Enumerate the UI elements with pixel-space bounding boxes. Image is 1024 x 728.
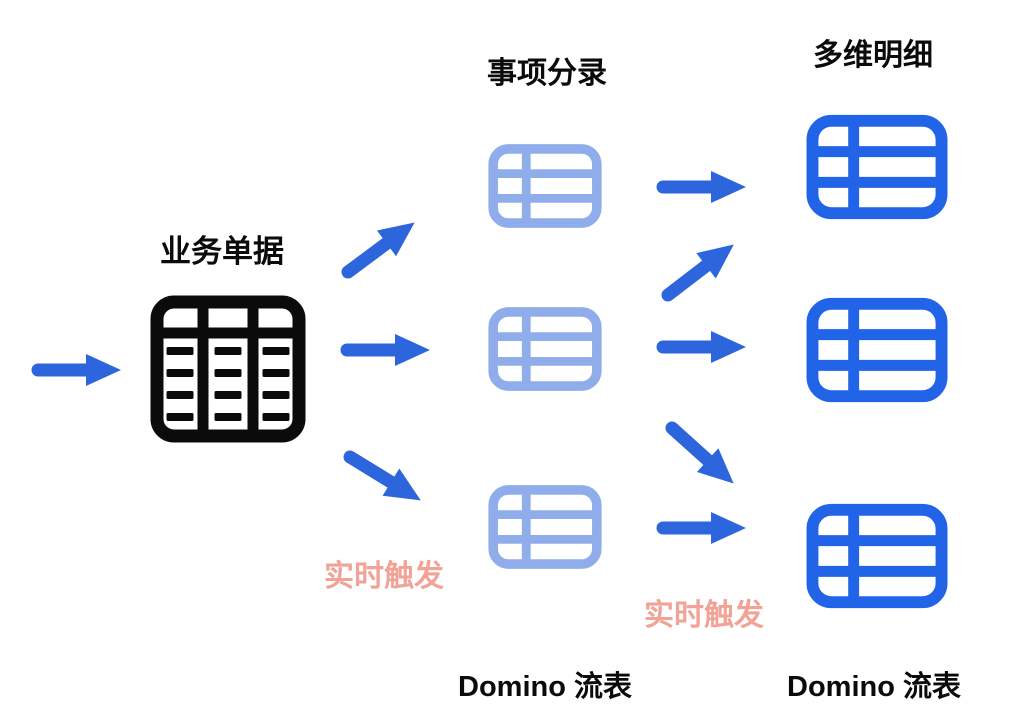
arrow-entry-middle-to-detail-top — [651, 230, 745, 313]
arrow-source-to-entry-bottom — [334, 438, 430, 515]
arrow-into-source — [30, 353, 122, 387]
entry-table-icon-middle — [488, 307, 602, 391]
arrow-entry-to-detail-top — [655, 170, 747, 204]
arrow-entry-to-detail-middle — [655, 330, 747, 364]
business-document-table-icon — [150, 295, 306, 443]
detail-table-icon-bottom — [806, 503, 948, 609]
realtime-trigger-label-left: 实时触发 — [324, 560, 444, 593]
right-column-title: 多维明细 — [813, 39, 933, 72]
arrow-source-to-entry-top — [331, 208, 425, 290]
source-node-label: 业务单据 — [160, 234, 284, 269]
entry-table-icon-bottom — [488, 485, 602, 569]
entry-table-icon-top — [488, 144, 602, 228]
detail-table-icon-top — [806, 114, 948, 220]
arrow-source-to-entry-middle — [339, 333, 431, 367]
realtime-trigger-label-right: 实时触发 — [644, 599, 764, 632]
detail-table-icon-middle — [806, 297, 948, 403]
arrow-entry-middle-to-detail-bottom — [655, 410, 746, 497]
right-column-caption: Domino 流表 — [787, 671, 961, 703]
middle-column-title: 事项分录 — [487, 57, 607, 90]
arrow-entry-to-detail-bottom — [655, 511, 747, 545]
middle-column-caption: Domino 流表 — [458, 671, 632, 703]
